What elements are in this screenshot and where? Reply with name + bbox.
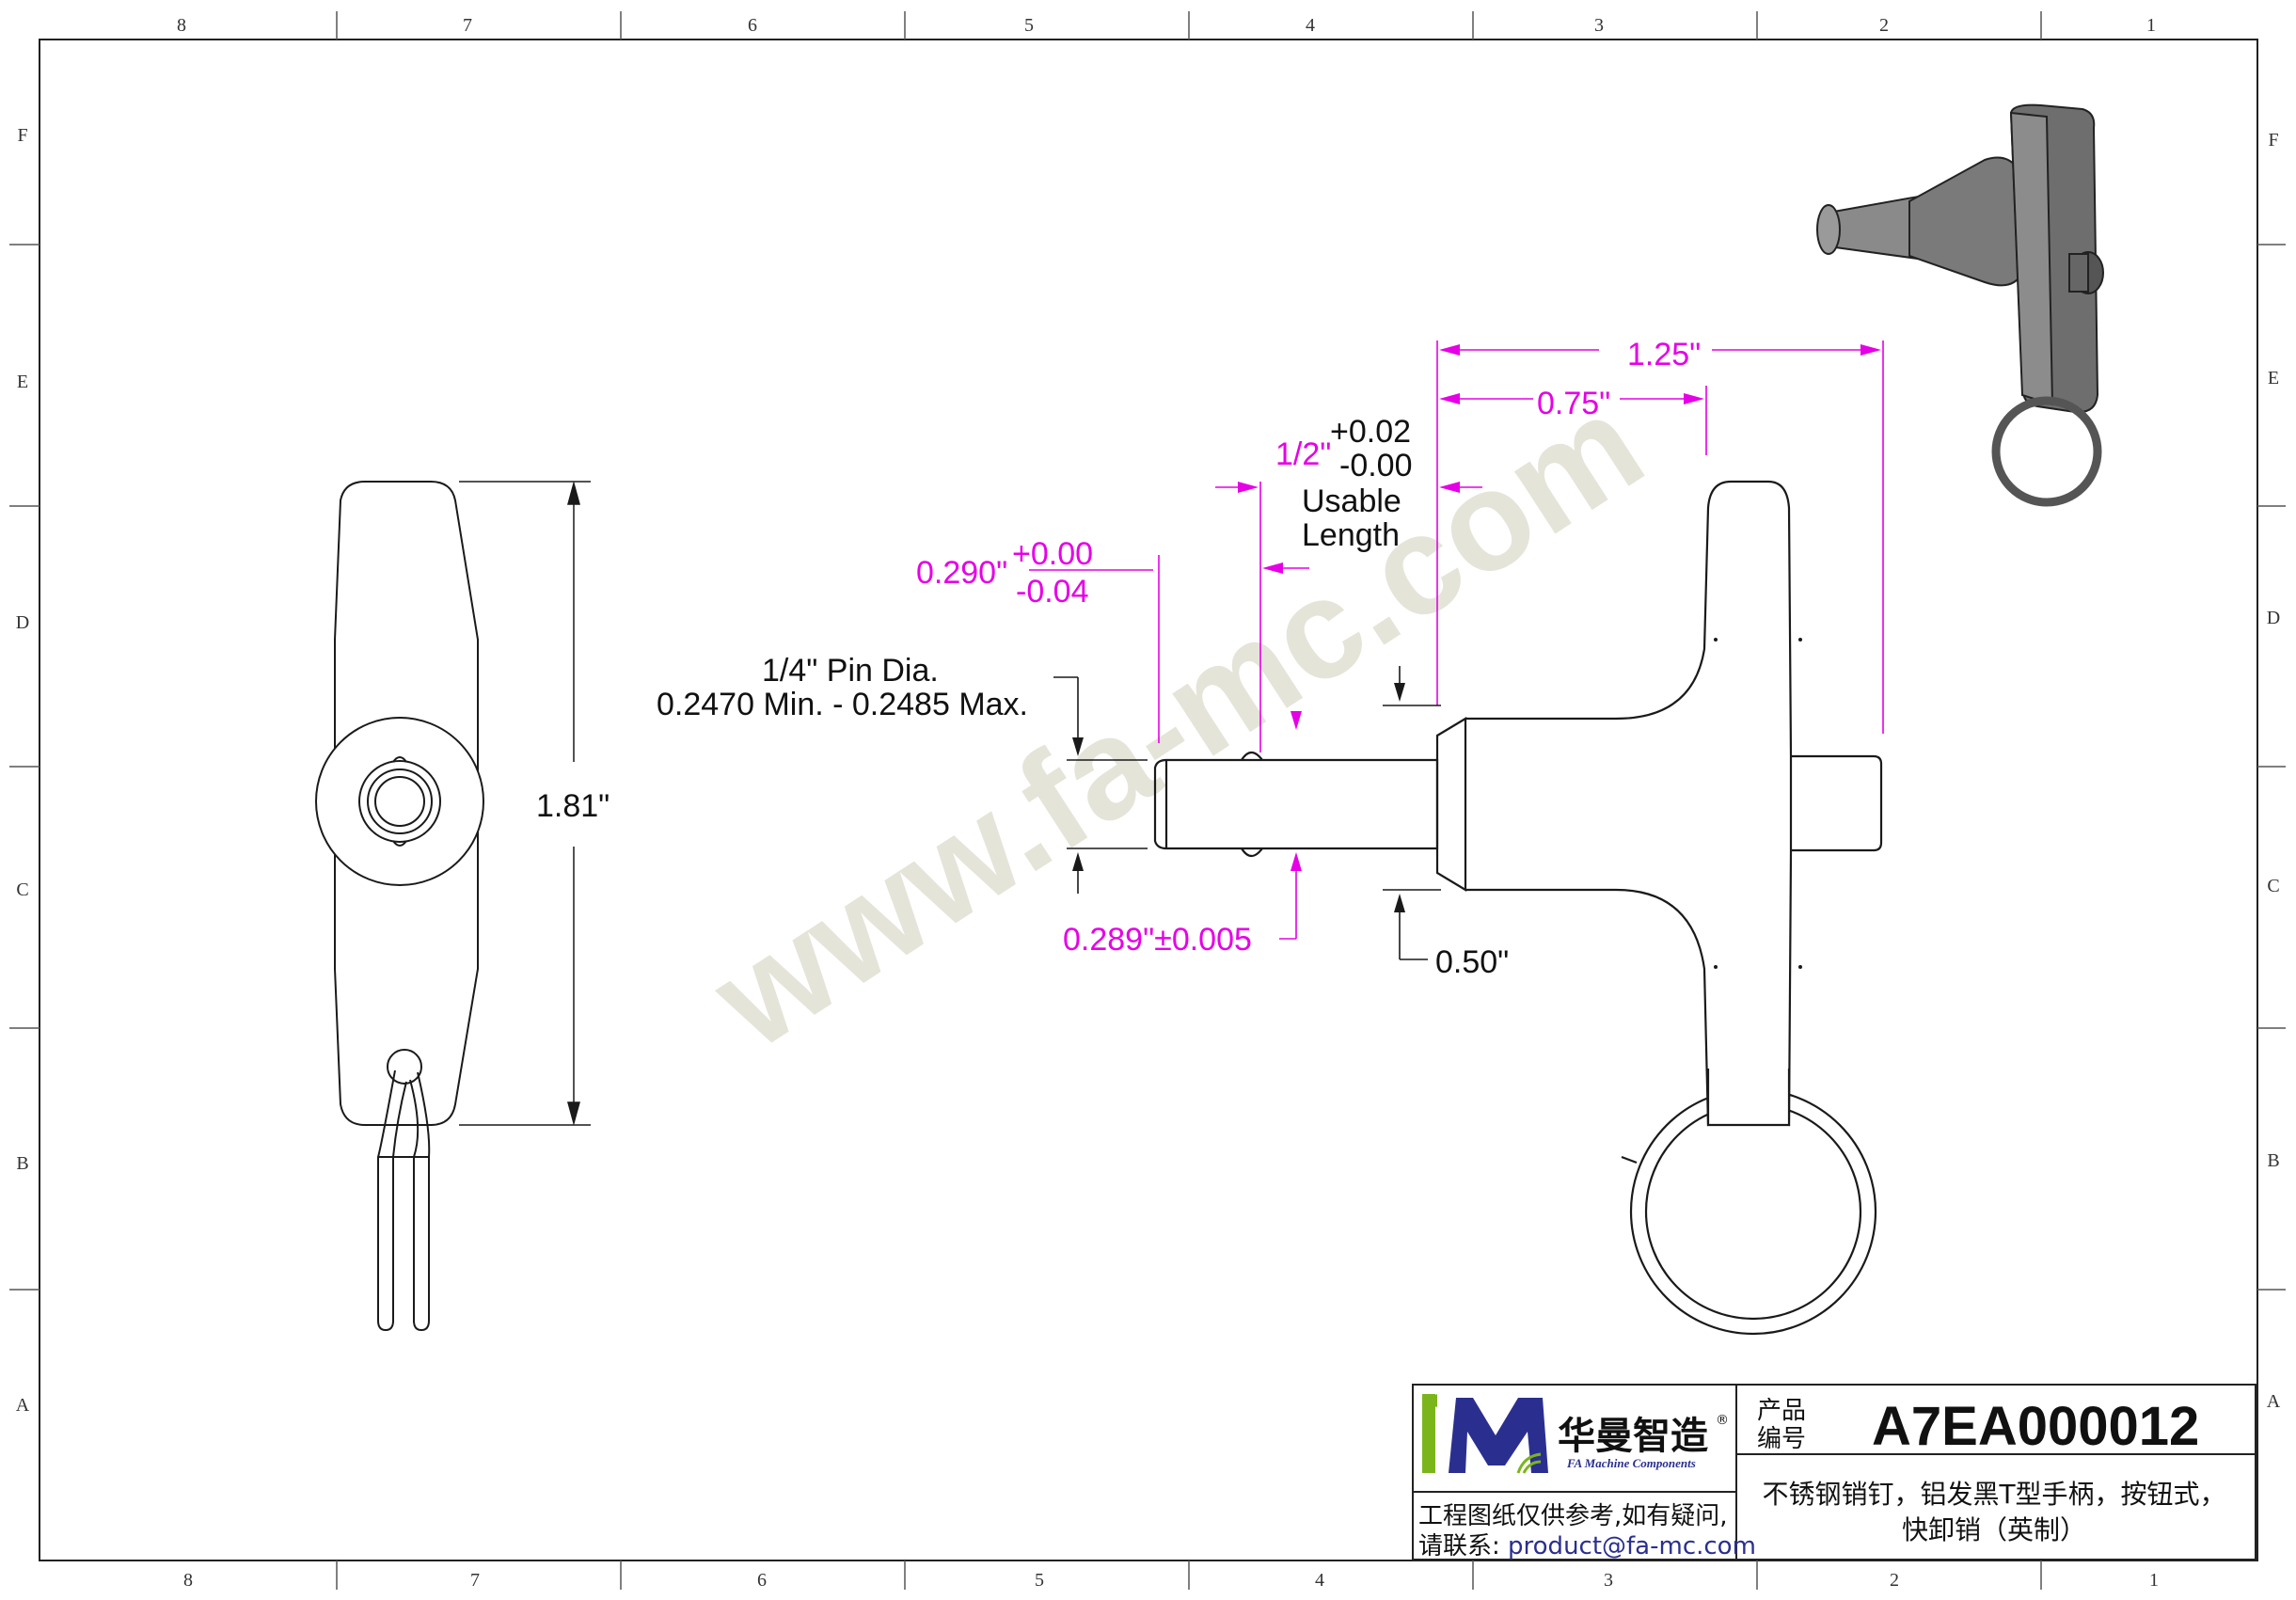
dim-tip-nominal: 0.290"	[916, 555, 1007, 591]
row-labels-right: F E D C B A	[2267, 130, 2281, 1412]
row-label: A	[16, 1395, 30, 1416]
row-labels-left: F E D C B A	[16, 125, 30, 1416]
row-label: F	[2268, 130, 2278, 150]
column-label: 8	[183, 1570, 193, 1591]
product-label-2: 编号	[1757, 1425, 1806, 1453]
email-link[interactable]: product@fa-mc.com	[1508, 1532, 1756, 1560]
column-label: 5	[1024, 15, 1034, 36]
drawing-frame	[9, 11, 2286, 1590]
registered-mark: ®	[1716, 1413, 1729, 1428]
description-line-1: 不锈钢销钉，铝发黑T型手柄，按钮式，	[1762, 1479, 2225, 1510]
note-line-2: 请联系: product@fa-mc.com	[1418, 1532, 1756, 1560]
column-label: 1	[2149, 1570, 2159, 1591]
dim-usable-tol-minus: -0.00	[1339, 448, 1413, 483]
row-label: C	[16, 879, 28, 900]
part-number: A7EA000012	[1872, 1396, 2199, 1457]
pin-dia-label-1: 1/4" Pin Dia.	[762, 653, 939, 689]
row-label: E	[2268, 368, 2279, 388]
column-label: 3	[1604, 1570, 1613, 1591]
product-label-1: 产品	[1757, 1397, 1806, 1425]
side-view	[1153, 480, 1883, 1336]
dim-overall-height: 1.81"	[536, 788, 610, 824]
column-label: 6	[757, 1570, 767, 1591]
note-line-1: 工程图纸仅供参考,如有疑问,	[1418, 1502, 1728, 1530]
dim-length-125: 1.25"	[1627, 337, 1701, 372]
dim-usable-nominal: 1/2"	[1275, 436, 1331, 472]
column-label: 5	[1035, 1570, 1044, 1591]
row-label: D	[16, 612, 29, 633]
dim-shoulder: 0.50"	[1435, 944, 1509, 980]
column-label: 2	[1879, 15, 1889, 36]
column-labels-bottom: 8 7 6 5 4 3 2 1	[183, 1570, 2159, 1591]
dim-tip-tol-plus: +0.00	[1012, 536, 1093, 572]
row-label: B	[2267, 1150, 2279, 1171]
detent-ball-top	[1241, 751, 1263, 761]
ring-hole	[387, 1049, 422, 1085]
column-label: 7	[470, 1570, 480, 1591]
dim-tip-tol-minus: -0.04	[1016, 574, 1089, 610]
column-label: 6	[748, 15, 757, 36]
pin-dia-label-2: 0.2470 Min. - 0.2485 Max.	[657, 687, 1028, 722]
row-label: B	[16, 1153, 28, 1174]
height-dimension	[459, 481, 591, 1126]
detent-ball-bottom	[1241, 848, 1263, 858]
dim-ball-diameter: 0.289"±0.005	[1063, 922, 1252, 958]
column-label: 4	[1306, 15, 1315, 36]
title-block	[1412, 1384, 2256, 1560]
product-3d-view	[1816, 103, 2104, 507]
description-line-2: 快卸销（英制）	[1902, 1514, 2086, 1545]
column-label: 4	[1315, 1570, 1324, 1591]
dim-usable-label-1: Usable	[1302, 483, 1401, 519]
pin-dia-arrows	[1072, 683, 1405, 912]
end-view	[315, 481, 484, 1332]
column-label: 2	[1890, 1570, 1899, 1591]
dim-usable-label-2: Length	[1302, 517, 1400, 553]
shoulder-collar	[1435, 717, 1467, 892]
company-name-cn: 华曼智造	[1558, 1415, 1708, 1458]
company-logo	[1422, 1394, 1548, 1474]
column-label: 7	[463, 15, 472, 36]
dim-usable-tol-plus: +0.02	[1330, 414, 1411, 450]
t-handle	[1465, 480, 1793, 1127]
row-label: C	[2267, 876, 2279, 896]
handle-markers	[1714, 638, 1802, 969]
dim-length-075: 0.75"	[1537, 386, 1610, 421]
company-name-en: FA Machine Components	[1566, 1456, 1696, 1470]
pull-ring-side	[377, 1069, 407, 1332]
row-label: E	[17, 372, 28, 392]
row-label: F	[17, 125, 27, 146]
row-label: A	[2267, 1391, 2281, 1412]
column-label: 1	[2146, 15, 2156, 36]
button-collar	[315, 717, 484, 886]
dimension-arrows	[1238, 344, 1881, 871]
push-button	[1791, 754, 1883, 852]
column-labels-top: 8 7 6 5 4 3 2 1	[177, 15, 2156, 36]
column-label: 8	[177, 15, 186, 36]
handle-end-outline	[334, 481, 479, 1126]
column-label: 3	[1594, 15, 1604, 36]
row-label: D	[2267, 608, 2280, 628]
